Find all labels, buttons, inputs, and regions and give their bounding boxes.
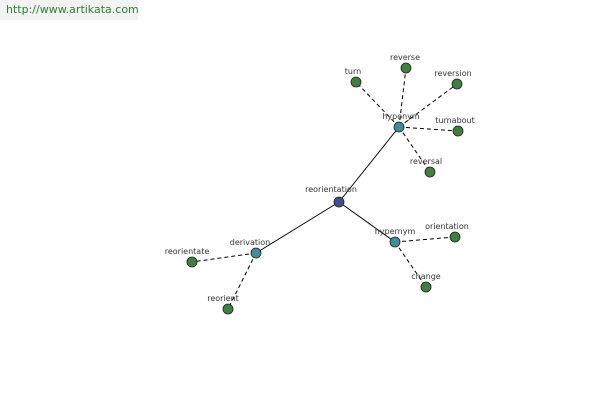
edge-root-derivation bbox=[255, 201, 340, 254]
label-word-reorient: reorient bbox=[207, 294, 239, 303]
edge-hyponym-reversal bbox=[398, 126, 431, 173]
node-word-reorient[interactable] bbox=[222, 303, 234, 315]
edge-derivation-reorientate bbox=[191, 252, 257, 263]
graph-nodes bbox=[186, 62, 464, 315]
graph-labels: reorientation hyponym turn reverse reversion… bbox=[165, 53, 475, 303]
edge-hyponym-turnabout bbox=[398, 126, 459, 132]
node-word-reverse[interactable] bbox=[400, 62, 412, 74]
node-word-reorientate[interactable] bbox=[186, 256, 198, 268]
site-url-link[interactable]: http://www.artikata.com bbox=[0, 0, 139, 20]
graph-edges bbox=[191, 67, 459, 310]
node-relation-hypernym[interactable] bbox=[389, 236, 401, 248]
node-word-change[interactable] bbox=[420, 281, 432, 293]
label-relation-derivation: derivation bbox=[230, 238, 270, 247]
label-root-reorientation: reorientation bbox=[305, 185, 357, 194]
label-relation-hyponym: hyponym bbox=[382, 112, 420, 121]
node-word-reversal[interactable] bbox=[424, 166, 436, 178]
node-relation-derivation[interactable] bbox=[250, 247, 262, 259]
label-word-change: change bbox=[411, 272, 441, 281]
node-relation-hyponym[interactable] bbox=[393, 121, 405, 133]
edge-hyponym-reverse bbox=[398, 67, 407, 128]
edge-hyponym-reversion bbox=[398, 83, 458, 128]
edge-hypernym-change bbox=[394, 241, 427, 288]
label-word-reorientate: reorientate bbox=[165, 247, 210, 256]
label-relation-hypernym: hypernym bbox=[375, 227, 416, 236]
label-word-turn: turn bbox=[345, 67, 361, 76]
label-word-reversion: reversion bbox=[434, 69, 471, 78]
node-root-reorientation[interactable] bbox=[333, 196, 345, 208]
node-word-orientation[interactable] bbox=[449, 231, 461, 243]
node-word-turn[interactable] bbox=[350, 76, 362, 88]
edge-derivation-reorient bbox=[227, 252, 257, 310]
edge-root-hyponym bbox=[338, 126, 400, 203]
node-word-turnabout[interactable] bbox=[452, 125, 464, 137]
label-word-reversal: reversal bbox=[410, 157, 442, 166]
label-word-turnabout: turnabout bbox=[435, 116, 475, 125]
label-word-orientation: orientation bbox=[425, 222, 469, 231]
edge-hyponym-turn bbox=[355, 81, 400, 128]
edge-hypernym-orientation bbox=[394, 236, 456, 243]
edge-root-hypernym bbox=[338, 201, 396, 243]
label-word-reverse: reverse bbox=[390, 53, 420, 62]
node-word-reversion[interactable] bbox=[451, 78, 463, 90]
